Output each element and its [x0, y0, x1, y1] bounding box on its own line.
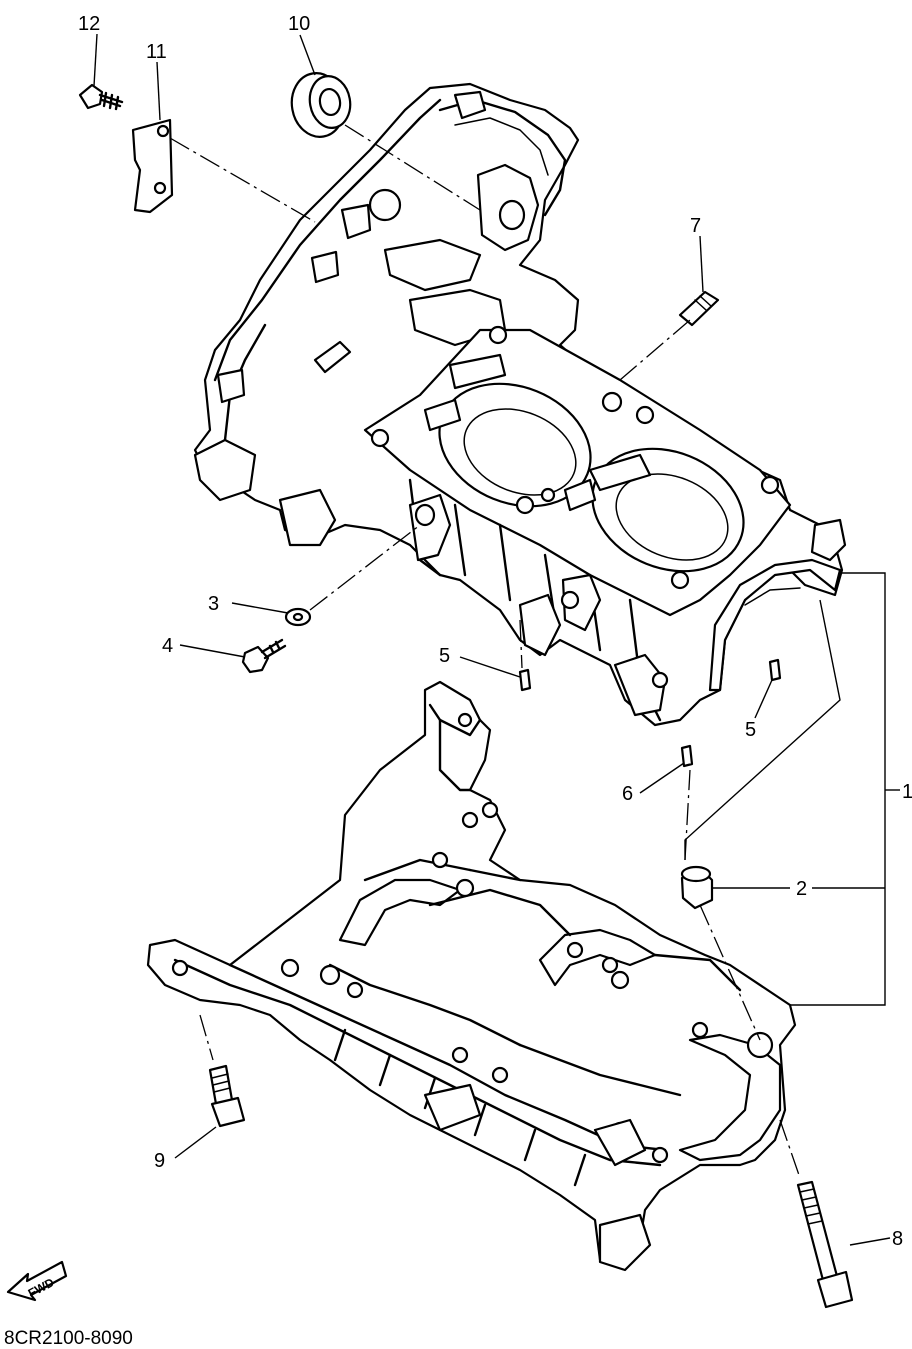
callout-5-left: 5: [439, 645, 450, 667]
callout-7: 7: [690, 215, 701, 237]
bolt-part-4: [241, 638, 287, 674]
bearing-part-10: [290, 72, 352, 138]
callout-10: 10: [288, 13, 310, 35]
callout-3: 3: [208, 593, 219, 615]
bolt-part-8: [796, 1180, 854, 1309]
diagram-code: 8CR2100-8090: [4, 1328, 133, 1349]
fwd-arrow-icon: FWD: [6, 1260, 68, 1302]
dowel-pin-6: [680, 744, 694, 768]
washer-part-3: [284, 607, 312, 627]
callout-8: 8: [892, 1228, 903, 1250]
bolt-part-9: [208, 1064, 246, 1128]
callout-11: 11: [146, 41, 167, 63]
leader-lines: [93, 33, 900, 1246]
dowel-pin-5b: [768, 658, 782, 682]
callout-labels: 12 11 10 7 3 4 5 5 6 1 2 9 8: [78, 13, 912, 1250]
callout-2: 2: [796, 878, 807, 900]
lower-crankcase: [146, 680, 797, 1272]
callout-12: 12: [78, 13, 100, 35]
screw-part-12: [78, 83, 124, 111]
dowel-pin-5a: [518, 668, 532, 692]
assembly-lines: [169, 124, 801, 1179]
callout-6: 6: [622, 783, 633, 805]
callout-5-right: 5: [745, 719, 756, 741]
callout-4: 4: [162, 635, 173, 657]
callout-9: 9: [154, 1150, 165, 1172]
upper-crankcase: [193, 82, 847, 727]
callout-1: 1: [902, 781, 912, 803]
plug-part-2: [680, 865, 714, 910]
stud-part-7: [678, 290, 720, 327]
bracket-part-11: [131, 118, 174, 214]
